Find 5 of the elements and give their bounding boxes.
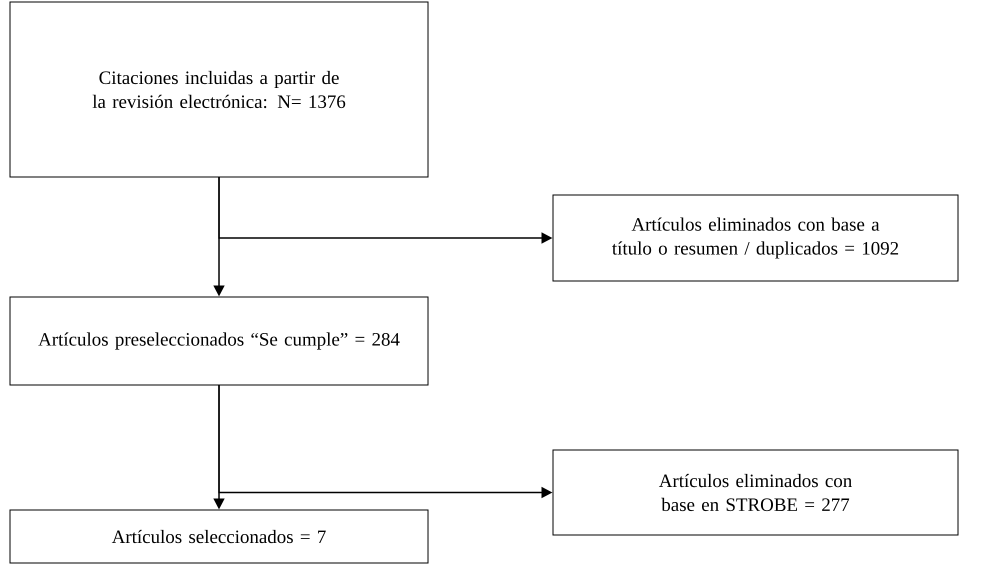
process-box: Citaciones incluidas a partir de la revisión electrónica: N= 1376 [10,2,428,178]
process-box: Artículos eliminados con base a título o resumen / duplicados = 1092 [552,194,958,282]
process-box: Artículos seleccionados = 7 [10,509,428,564]
process-box: Artículos preseleccionados “Se cumple” = 284 [10,296,428,386]
process-box: Artículos eliminados con base en STROBE = 277 [552,449,958,536]
